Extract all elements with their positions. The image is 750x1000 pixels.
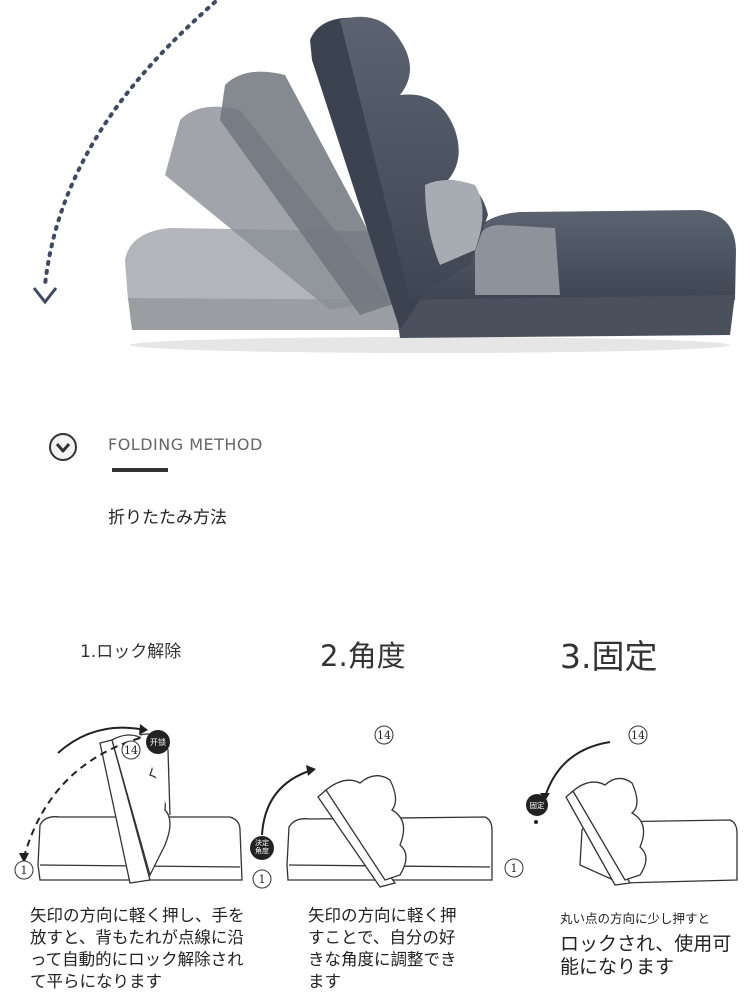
arrow — [57, 726, 146, 754]
marker-1: 1 — [511, 862, 518, 875]
step-1-description: 矢印の方向に軽く押し、手を放すと、背もたれが点線に沿って自動的にロック解除されて… — [30, 906, 245, 991]
step-1-title: 1.ロック解除 — [80, 642, 182, 662]
arrow — [544, 741, 611, 798]
step-3-title: 3.固定 — [560, 637, 658, 676]
arrow-head-icon — [32, 287, 58, 305]
step-2-description: 矢印の方向に軽く押すことで、自分の好きな角度に調整できます — [308, 906, 457, 991]
marker-14: 14 — [631, 729, 645, 742]
dotted-arrow — [43, 0, 217, 287]
angle-set-badge: 決定角度 — [255, 839, 269, 855]
chevron-down-circle-icon — [49, 433, 77, 461]
step-2-title: 2.角度 — [320, 639, 406, 673]
fix-badge: 固定 — [530, 800, 545, 810]
chair-line-drawing-1 — [37, 733, 243, 884]
chair-line-drawing-2 — [286, 775, 493, 888]
marker-14: 14 — [124, 744, 138, 757]
floor-chair-folding-photo — [32, 0, 736, 353]
marker-14: 14 — [377, 729, 391, 742]
folding-steps-diagram: 开锁 固定 14 14 14 1 1 1 — [14, 724, 738, 889]
arrow — [261, 769, 313, 836]
badges: 开锁 固定 — [146, 730, 548, 860]
chair-line-drawing-3 — [565, 777, 738, 886]
title-underline — [112, 468, 168, 472]
unlock-badge: 开锁 — [150, 737, 166, 747]
section-title-en: FOLDING METHOD — [108, 435, 263, 454]
dashed-arrow — [23, 737, 141, 858]
section-title-jp: 折りたたみ方法 — [108, 508, 227, 528]
marker-1: 1 — [259, 873, 266, 886]
marker-1: 1 — [21, 864, 28, 877]
step-3-description-small: 丸い点の方向に少し押すと — [560, 911, 711, 926]
step-3-description: ロックされ、使用可能になります — [560, 933, 732, 978]
